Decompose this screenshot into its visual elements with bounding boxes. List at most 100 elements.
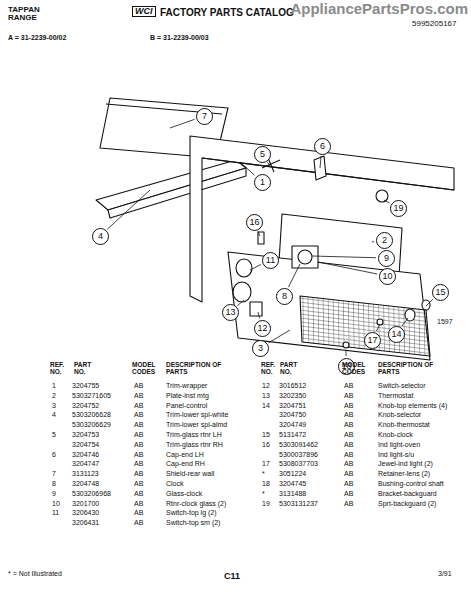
callout-number: 16 bbox=[246, 214, 263, 231]
table-cell: 5300037896 bbox=[279, 451, 318, 458]
header-text: AppliancePartsPros.com bbox=[290, 1, 468, 17]
table-cell: * bbox=[262, 470, 265, 477]
table-cell: 3204754 bbox=[72, 441, 99, 448]
table-cell: AB bbox=[344, 500, 353, 507]
table-cell: 2 bbox=[52, 392, 56, 399]
leader-line bbox=[170, 119, 195, 128]
switch-selector bbox=[250, 302, 262, 316]
table-cell: AB bbox=[134, 411, 143, 418]
table-cell: 3204747 bbox=[72, 460, 99, 467]
leader-line bbox=[107, 190, 150, 229]
callout-number: 14 bbox=[388, 326, 405, 343]
table-cell: 14 bbox=[262, 402, 270, 409]
table-header: PART NO. bbox=[280, 362, 310, 376]
table-cell: AB bbox=[134, 382, 143, 389]
table-cell: 13 bbox=[262, 392, 270, 399]
panel-glass-grid bbox=[300, 296, 430, 356]
header-text: A = 31-2239-00/02 bbox=[8, 34, 66, 41]
table-cell: 5 bbox=[52, 431, 56, 438]
table-cell: 5131472 bbox=[279, 431, 306, 438]
table-cell: AB bbox=[134, 451, 143, 458]
table-cell: 3016512 bbox=[279, 382, 306, 389]
table-cell: AB bbox=[344, 441, 353, 448]
table-cell: Glass-clock bbox=[166, 490, 202, 497]
leader-line bbox=[258, 312, 260, 318]
callout-number: 17 bbox=[364, 332, 381, 349]
table-header: DESCRIPTION OF PARTS bbox=[378, 362, 448, 376]
table-header: REF. NO. bbox=[50, 362, 72, 376]
table-cell: Knob-clock bbox=[378, 431, 413, 438]
table-cell: Sprt-backguard (2) bbox=[378, 500, 436, 507]
table-cell: AB bbox=[134, 421, 143, 428]
table-cell: 17 bbox=[262, 460, 270, 467]
table-cell: 4 bbox=[52, 411, 56, 418]
table-cell: Trim-glass rtnr RH bbox=[166, 441, 223, 448]
table-cell: Knob-thermostat bbox=[378, 421, 430, 428]
table-cell: Trim-wrapper bbox=[166, 382, 207, 389]
table-cell: 5303206628 bbox=[72, 411, 111, 418]
table-cell: Trim-lower spl-almd bbox=[166, 421, 227, 428]
table-cell: AB bbox=[344, 382, 353, 389]
table-cell: Ind light-oven bbox=[378, 441, 420, 448]
table-header: MODEL CODES bbox=[132, 362, 162, 376]
table-cell: 3204755 bbox=[72, 382, 99, 389]
table-cell: * bbox=[262, 490, 265, 497]
leader-line bbox=[268, 162, 270, 166]
leader-line bbox=[346, 350, 347, 356]
leader-line bbox=[318, 262, 377, 274]
leader-line bbox=[426, 299, 433, 306]
leader-line bbox=[312, 256, 376, 258]
table-cell: 3 bbox=[52, 402, 56, 409]
table-cell: Bushing-control shaft bbox=[378, 480, 444, 487]
lower-trim-face bbox=[108, 168, 246, 218]
title: FACTORY PARTS CATALOG bbox=[160, 8, 294, 19]
table-header: MODEL CODES bbox=[342, 362, 372, 376]
clock bbox=[292, 246, 318, 268]
callout-number: 3 bbox=[252, 340, 269, 357]
table-header: DESCRIPTION OF PARTS bbox=[166, 362, 236, 376]
clock-face bbox=[298, 250, 312, 264]
callout-number: 12 bbox=[254, 320, 271, 337]
table-cell: 5303131237 bbox=[279, 500, 318, 507]
table-cell: Ind light-s/u bbox=[378, 451, 414, 458]
thermostat bbox=[233, 282, 251, 302]
table-cell: AB bbox=[134, 509, 143, 516]
leader-line bbox=[402, 318, 408, 326]
table-cell: 5303271605 bbox=[72, 392, 111, 399]
table-cell: AB bbox=[134, 480, 143, 487]
callout-number: 7 bbox=[196, 108, 213, 125]
table-cell: Clock bbox=[166, 480, 184, 487]
table-cell: 3204749 bbox=[279, 421, 306, 428]
callout-number: 2 bbox=[376, 232, 393, 249]
table-cell: 3051224 bbox=[279, 470, 306, 477]
callout-number: 8 bbox=[276, 288, 293, 305]
table-cell: 3204753 bbox=[72, 431, 99, 438]
table-cell: AB bbox=[134, 470, 143, 477]
table-cell: Switch-top lg (2) bbox=[166, 509, 217, 516]
table-cell: 5303206968 bbox=[72, 490, 111, 497]
table-cell: Retainer-lens (2) bbox=[378, 470, 430, 477]
leader-line bbox=[238, 300, 244, 305]
table-cell: 3204750 bbox=[279, 411, 306, 418]
table-cell: Cap-end LH bbox=[166, 451, 204, 458]
footer-text: * = Not Illustrated bbox=[8, 570, 62, 577]
table-cell: AB bbox=[134, 519, 143, 526]
table-cell: Rtnr-clock glass (2) bbox=[166, 500, 226, 507]
callout-number: 19 bbox=[390, 200, 407, 217]
table-cell: AB bbox=[134, 392, 143, 399]
leader-line bbox=[288, 264, 300, 287]
table-cell: AB bbox=[344, 480, 353, 487]
end-cap bbox=[314, 156, 326, 180]
control-panel bbox=[228, 252, 430, 360]
table-cell: Bracket-backguard bbox=[378, 490, 437, 497]
table-cell: AB bbox=[344, 411, 353, 418]
indicator-light bbox=[258, 232, 264, 244]
table-cell: 5303206629 bbox=[72, 421, 111, 428]
table-header: REF. NO. bbox=[261, 362, 283, 376]
footer-text: C11 bbox=[224, 572, 240, 581]
header-text: B = 31-2239-00/03 bbox=[150, 34, 209, 41]
leader-line bbox=[240, 162, 255, 175]
table-cell: 3202350 bbox=[279, 392, 306, 399]
table-cell: Switch-top sm (2) bbox=[166, 519, 220, 526]
table-cell: AB bbox=[134, 460, 143, 467]
